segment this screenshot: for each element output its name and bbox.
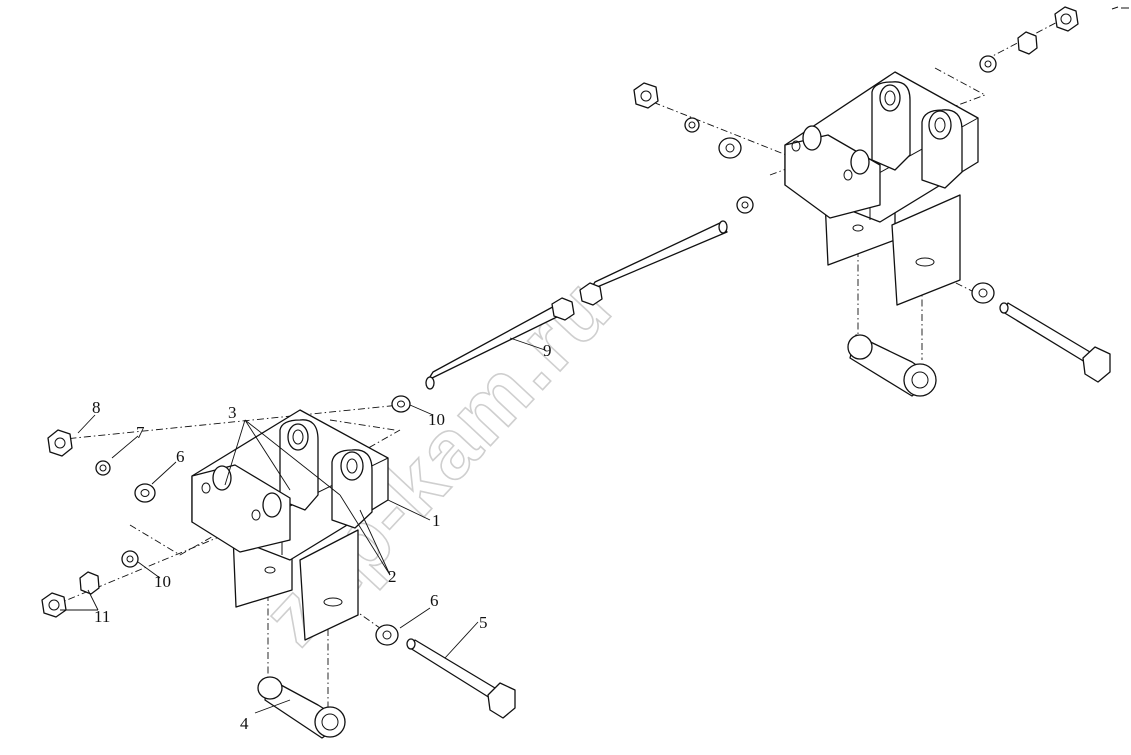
connecting-shaft-left <box>425 297 575 390</box>
right-rubber-bushing <box>847 334 937 397</box>
washer-10-left-bottom <box>121 550 139 568</box>
washer-6-left-bottom <box>375 624 399 646</box>
callout-9: 9 <box>543 341 552 360</box>
right-bracket-assembly <box>784 71 979 306</box>
callout-3: 3 <box>228 403 237 422</box>
callout-11: 11 <box>94 607 110 626</box>
nut-11-bottom <box>41 592 67 618</box>
callout-2: 2 <box>388 567 397 586</box>
washer-10-left-top <box>391 395 411 413</box>
callout-5: 5 <box>479 613 488 632</box>
callout-10-top: 10 <box>428 410 445 429</box>
left-bracket-rear-plate <box>299 529 359 641</box>
left-long-bolt <box>406 638 516 719</box>
callout-leaders <box>60 337 546 714</box>
spring-washer-7 <box>95 460 111 476</box>
callout-4: 4 <box>240 714 249 733</box>
connecting-shaft-right <box>579 220 728 306</box>
right-bracket-rear-plate <box>891 194 961 306</box>
callout-6-top: 6 <box>176 447 185 466</box>
nut-11-top <box>79 571 100 595</box>
corner-mark <box>1111 6 1129 10</box>
right-long-bolt <box>999 302 1111 383</box>
left-fasteners <box>41 395 411 646</box>
callout-10-bottom: 10 <box>154 572 171 591</box>
callout-1: 1 <box>432 511 441 530</box>
washer-6-left-top <box>134 483 156 503</box>
left-rubber-bushing <box>257 676 346 739</box>
nut-8 <box>47 429 73 457</box>
callout-8: 8 <box>92 398 101 417</box>
left-bracket-assembly <box>191 409 389 641</box>
right-fasteners <box>633 6 1079 304</box>
callout-7: 7 <box>136 423 145 442</box>
callout-labels: 8 7 6 3 1 2 10 10 11 6 5 9 4 <box>92 341 552 733</box>
callout-6-bottom: 6 <box>430 591 439 610</box>
nut-right-left <box>633 82 659 109</box>
